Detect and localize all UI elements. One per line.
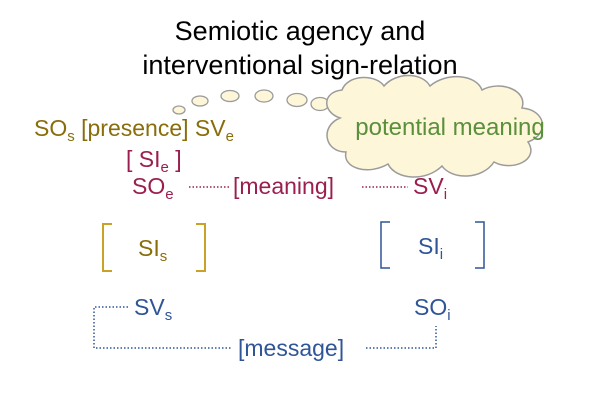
sv-e-label: SVe bbox=[194, 115, 234, 145]
title-line-1: Semiotic agency and bbox=[174, 16, 426, 46]
cloud-shape bbox=[326, 74, 544, 178]
si-i-bracket-right bbox=[475, 221, 485, 269]
thought-bubble-5 bbox=[286, 92, 308, 108]
top-relation: SOs [presence] SVe bbox=[34, 114, 234, 145]
message-connector-left bbox=[93, 306, 232, 349]
message-label: [message] bbox=[238, 335, 345, 361]
thought-bubble-1 bbox=[172, 105, 186, 115]
message-connector-right bbox=[366, 326, 437, 349]
sv-i-label: SVi bbox=[413, 173, 448, 203]
thought-bubble-2 bbox=[191, 95, 209, 107]
si-s-bracket-left bbox=[102, 223, 112, 272]
si-s-bracket-right bbox=[196, 223, 206, 272]
presence-label: [presence] bbox=[81, 115, 189, 141]
si-e-label: [ SIe ] bbox=[126, 146, 182, 176]
si-i-label: SIi bbox=[418, 233, 444, 263]
sv-s-label: SVs bbox=[134, 294, 173, 324]
so-e-label: SOe bbox=[132, 173, 174, 203]
meaning-label: [meaning] bbox=[233, 173, 335, 199]
thought-bubble-4 bbox=[254, 89, 274, 103]
thought-bubble-3 bbox=[220, 89, 240, 103]
cloud-label: potential meaning bbox=[355, 114, 545, 141]
so-i-label: SOi bbox=[414, 294, 451, 324]
si-s-label: SIs bbox=[138, 235, 168, 265]
title-line-2: interventional sign-relation bbox=[142, 50, 458, 80]
so-s-label: SOs bbox=[34, 115, 75, 145]
si-i-bracket-left bbox=[380, 221, 390, 269]
